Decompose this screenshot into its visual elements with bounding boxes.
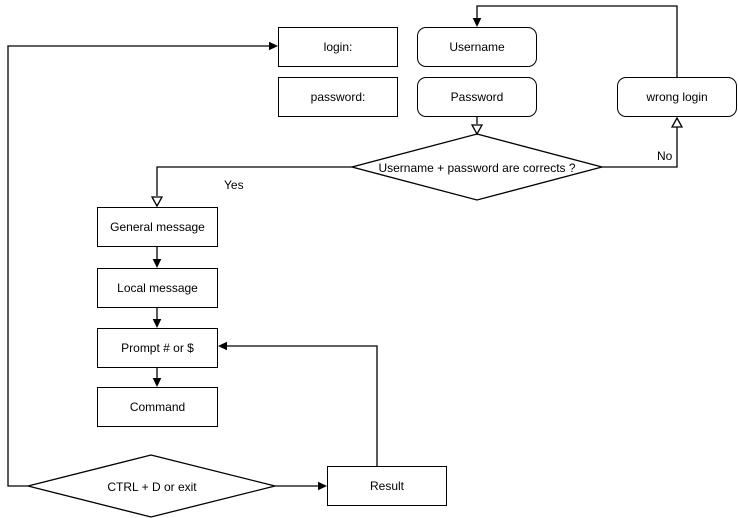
edge-result-to-prompt xyxy=(227,345,378,466)
arrowhead-into-login xyxy=(269,41,278,51)
edge-exit-to-login xyxy=(7,45,269,487)
node-login-prompt: login: xyxy=(278,27,398,67)
node-command-label: Command xyxy=(129,399,186,414)
node-password-label: Password xyxy=(450,89,504,104)
node-password-prompt-label: password: xyxy=(310,89,366,104)
node-username: Username xyxy=(417,27,537,67)
arrowhead-into-command xyxy=(152,378,162,387)
node-prompt-label: Prompt # or $ xyxy=(121,340,194,355)
node-wrong-login: wrong login xyxy=(617,77,737,117)
node-local-message-label: Local message xyxy=(117,280,198,295)
node-general-message-label: General message xyxy=(110,219,205,234)
node-result: Result xyxy=(327,466,447,506)
node-username-label: Username xyxy=(449,39,505,54)
arrowhead-into-prompt-top xyxy=(152,319,162,328)
node-result-label: Result xyxy=(369,478,404,493)
node-local-message: Local message xyxy=(97,268,218,308)
edge-decision-yes-to-general-message xyxy=(156,166,352,196)
node-command: Command xyxy=(97,387,218,427)
open-arrowhead-into-decision-credentials xyxy=(470,124,484,136)
edge-decision-no-to-wronglogin xyxy=(602,127,678,168)
decision-exit-diamond xyxy=(27,454,276,518)
node-password-prompt: password: xyxy=(278,77,398,117)
edge-label-yes: Yes xyxy=(224,178,244,192)
decision-credentials-label: Username + password are corrects ? xyxy=(378,161,576,175)
node-general-message: General message xyxy=(97,207,218,247)
decision-credentials-diamond xyxy=(349,133,605,201)
node-login-prompt-label: login: xyxy=(323,39,353,54)
arrowhead-into-result xyxy=(318,481,327,491)
arrowhead-into-local-message xyxy=(152,259,162,268)
arrowhead-into-prompt-right xyxy=(218,341,227,351)
edge-label-no: No xyxy=(657,149,673,163)
node-wrong-login-label: wrong login xyxy=(646,89,708,104)
open-arrowhead-into-general-message xyxy=(150,196,164,208)
open-arrowhead-into-wrong-login xyxy=(670,116,684,128)
node-password: Password xyxy=(417,77,537,117)
edge-wronglogin-to-username xyxy=(476,5,678,77)
node-prompt: Prompt # or $ xyxy=(97,328,218,368)
arrowhead-into-username xyxy=(472,18,482,27)
decision-exit-label: CTRL + D or exit xyxy=(107,480,197,494)
